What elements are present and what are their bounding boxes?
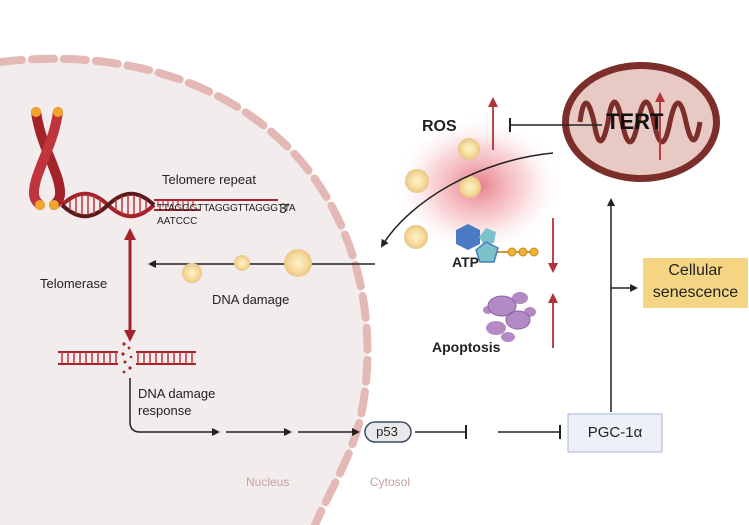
short-telomere-icon: [58, 342, 196, 374]
dna-damage-label: DNA damage: [212, 292, 290, 307]
tert-label: TERT: [606, 109, 664, 134]
telomerase-arrow: [124, 228, 136, 342]
chromosome-icon: [28, 107, 66, 210]
p53-label: p53: [376, 424, 398, 439]
mitochondrion-icon: [562, 62, 720, 182]
cellular-senescence-box: [643, 258, 748, 308]
nucleus: [0, 54, 372, 525]
ros-particle-icon: [404, 138, 481, 249]
p53-badge: [364, 421, 412, 443]
dna-helix-icon: [60, 191, 278, 219]
apoptosis-label: Apoptosis: [432, 339, 501, 355]
ddr-label-line2: response: [138, 403, 192, 418]
telomerase-label: Telomerase: [40, 276, 108, 291]
tert-inhibits-ros: [509, 118, 602, 132]
atp-ribose-icon: [475, 241, 499, 263]
apoptotic-body-outline: [487, 295, 531, 330]
ros-particles-nucleus: [182, 249, 312, 283]
ddr-label-line1: DNA damage: [138, 386, 216, 401]
ddr-arrow: [129, 378, 360, 436]
three-prime-label: 3': [279, 200, 290, 216]
pgc1a-box: [567, 413, 663, 453]
telomere-sequence-top: TTAGGGTTAGGGTTAGGGTTA: [157, 203, 296, 214]
senescence-label-line2: senescence: [652, 284, 739, 301]
ros-label: ROS: [422, 118, 457, 135]
mito-to-nucleus-arrow: [380, 152, 554, 248]
cytosol-label: Cytosol: [370, 475, 411, 489]
atp-label: ATP: [452, 254, 479, 270]
pgc1a-to-mito-arrow: [607, 198, 638, 412]
telomere-sequence-bottom: AATCCC: [157, 216, 198, 227]
atp-molecule-icon: [456, 224, 539, 257]
nucleus-label: Nucleus: [246, 475, 290, 489]
p53-inhibition: [415, 425, 561, 439]
telomere-repeat-label: Telomere repeat: [162, 172, 256, 187]
pgc1a-label: PGC-1α: [587, 424, 643, 441]
senescence-label-line1: Cellular: [668, 262, 723, 279]
